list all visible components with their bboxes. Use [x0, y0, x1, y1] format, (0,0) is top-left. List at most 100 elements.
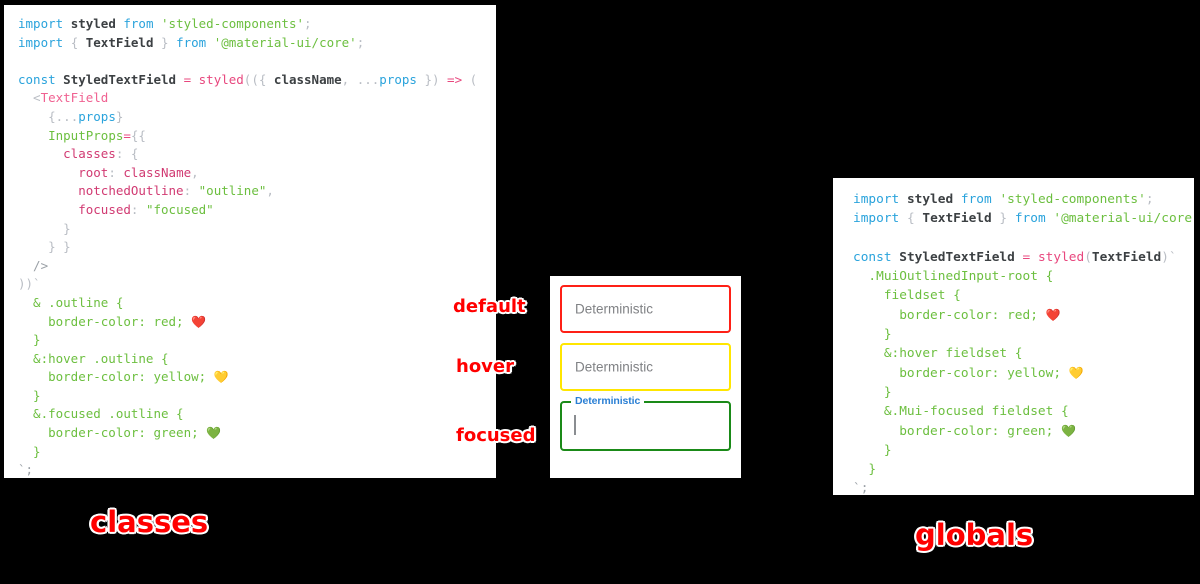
code-token: from [1014, 211, 1046, 227]
code-token: styled [1037, 249, 1085, 265]
code-token: } [18, 332, 41, 348]
code-token: (( [243, 71, 259, 87]
code-token: classes [63, 146, 116, 162]
code-token: }) [416, 71, 440, 87]
code-token: props [78, 108, 116, 124]
code-token [191, 72, 199, 87]
code-line: &.focused .outline { [18, 405, 484, 424]
code-token: StyledTextField [55, 71, 184, 87]
code-token [153, 16, 161, 31]
code-token: const [853, 249, 892, 265]
textfield-default-placeholder: Deterministic [575, 301, 654, 317]
code-token: styled [198, 71, 244, 87]
code-token: InputProps [48, 127, 124, 143]
code-token: notchedOutline [78, 183, 184, 199]
code-line: notchedOutline: "outline", [18, 182, 484, 201]
code-token: ( [1084, 249, 1092, 265]
code-token [169, 35, 177, 50]
code-token: import [853, 211, 907, 227]
code-token: 💛 [213, 370, 229, 385]
code-line: border-color: green; 💚 [18, 424, 484, 443]
code-panel-classes: import styled from 'styled-components';i… [4, 5, 496, 478]
code-line: ))` [18, 275, 484, 294]
code-token: { [70, 34, 79, 50]
code-token [953, 192, 961, 207]
code-token: TextField [1091, 249, 1162, 265]
code-token: : [115, 146, 124, 162]
code-token [1007, 211, 1015, 226]
code-token: : [183, 183, 192, 199]
code-token: border-color: green; [18, 425, 207, 441]
code-token: className [266, 71, 342, 87]
code-token: "outline" [198, 183, 267, 199]
code-line: } [18, 387, 484, 406]
code-token [349, 72, 357, 87]
code-token: StyledTextField [891, 249, 1023, 265]
code-token: fieldset { [853, 288, 961, 304]
code-token: { [18, 108, 56, 124]
code-line: border-color: red; ❤️ [18, 313, 484, 332]
code-line: import styled from 'styled-components'; [18, 15, 484, 34]
code-line: classes: { [18, 145, 484, 164]
code-block-classes: import styled from 'styled-components';i… [18, 15, 484, 478]
code-token: ( [462, 71, 478, 87]
code-line: const StyledTextField = styled(TextField… [853, 248, 1184, 267]
code-token: } [161, 34, 169, 50]
code-line [18, 52, 484, 71]
code-token: , [341, 71, 350, 87]
annotation-default: default [453, 296, 526, 317]
code-token: {{ [130, 127, 146, 143]
code-token: , [266, 183, 274, 199]
code-line: root: className, [18, 164, 484, 183]
code-token: TextField [40, 90, 109, 106]
code-token: 💛 [1068, 365, 1084, 380]
code-token: import [18, 16, 71, 31]
code-token: border-color: green; [853, 423, 1062, 439]
code-token: { [906, 211, 915, 227]
code-line: /> [18, 257, 484, 276]
code-token: ))` [18, 276, 41, 292]
code-line: `; [18, 461, 484, 478]
textfield-default[interactable]: Deterministic [560, 285, 731, 333]
code-token: styled [70, 16, 116, 31]
code-token: = [123, 127, 131, 143]
code-token: : [108, 164, 116, 180]
code-line: } [18, 331, 484, 350]
code-line: } [853, 325, 1184, 344]
code-line: & .outline { [18, 294, 484, 313]
code-token: } [853, 462, 877, 478]
code-token [191, 183, 199, 198]
code-line [853, 229, 1184, 248]
code-token [1030, 250, 1038, 265]
code-line: } [853, 460, 1184, 479]
code-line: `; [853, 479, 1184, 495]
code-line: <TextField [18, 89, 484, 108]
code-token: ... [55, 108, 79, 124]
textfield-hover[interactable]: Deterministic [560, 343, 731, 391]
code-token [18, 202, 78, 217]
code-token: border-color: yellow; [853, 365, 1069, 381]
code-line: InputProps={{ [18, 127, 484, 146]
code-token: : [130, 201, 139, 217]
code-token: } [115, 108, 124, 124]
code-token [18, 128, 48, 143]
code-token [18, 146, 63, 161]
code-token: ❤️ [1045, 307, 1061, 322]
code-line: } } [18, 238, 484, 257]
code-token: } [18, 220, 71, 236]
code-token: TextField [914, 211, 1000, 227]
code-line: import { TextField } from '@material-ui/… [853, 209, 1194, 228]
code-token: className [123, 164, 192, 180]
code-token: < [18, 90, 41, 106]
code-token: } [853, 442, 892, 458]
code-line: } [18, 443, 484, 462]
textfield-focused[interactable]: Deterministic [560, 394, 731, 451]
code-token: import [853, 192, 907, 207]
code-token: } [853, 384, 892, 400]
code-token: styled [906, 192, 954, 207]
textfield-hover-placeholder: Deterministic [575, 359, 654, 375]
caption-classes: classes [90, 505, 209, 539]
code-line: } [853, 441, 1184, 460]
code-token: } [18, 387, 41, 403]
code-token: from [960, 192, 992, 207]
